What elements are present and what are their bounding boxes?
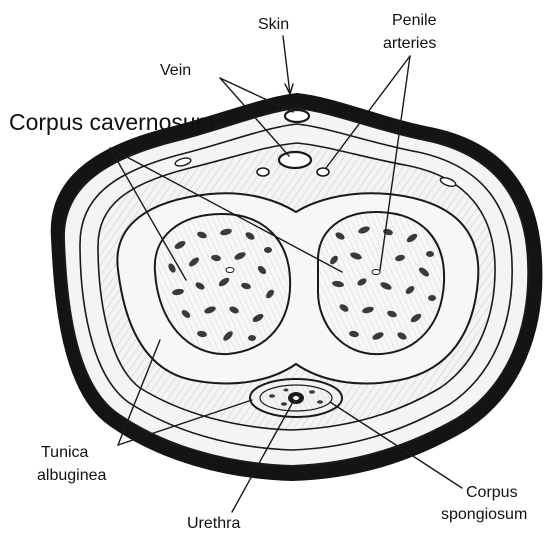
label-urethra: Urethra (187, 515, 240, 532)
label-albuginea: albuginea (37, 467, 107, 484)
superficial-vein (285, 110, 309, 122)
label-skin: Skin (258, 16, 289, 33)
label-penile: Penile (392, 12, 437, 29)
penile-artery-left (257, 168, 269, 176)
label-corpus: Corpus (466, 484, 518, 501)
label-vein: Vein (160, 62, 191, 79)
penile-artery-right (317, 168, 329, 176)
leader-skin (283, 36, 290, 94)
label-corpus-cavernosum: Corpus cavernosum (9, 109, 215, 135)
label-tunica: Tunica (41, 444, 89, 461)
label-arteries: arteries (383, 35, 436, 52)
dorsal-vein (279, 152, 311, 168)
label-spongiosum: spongiosum (441, 506, 527, 523)
